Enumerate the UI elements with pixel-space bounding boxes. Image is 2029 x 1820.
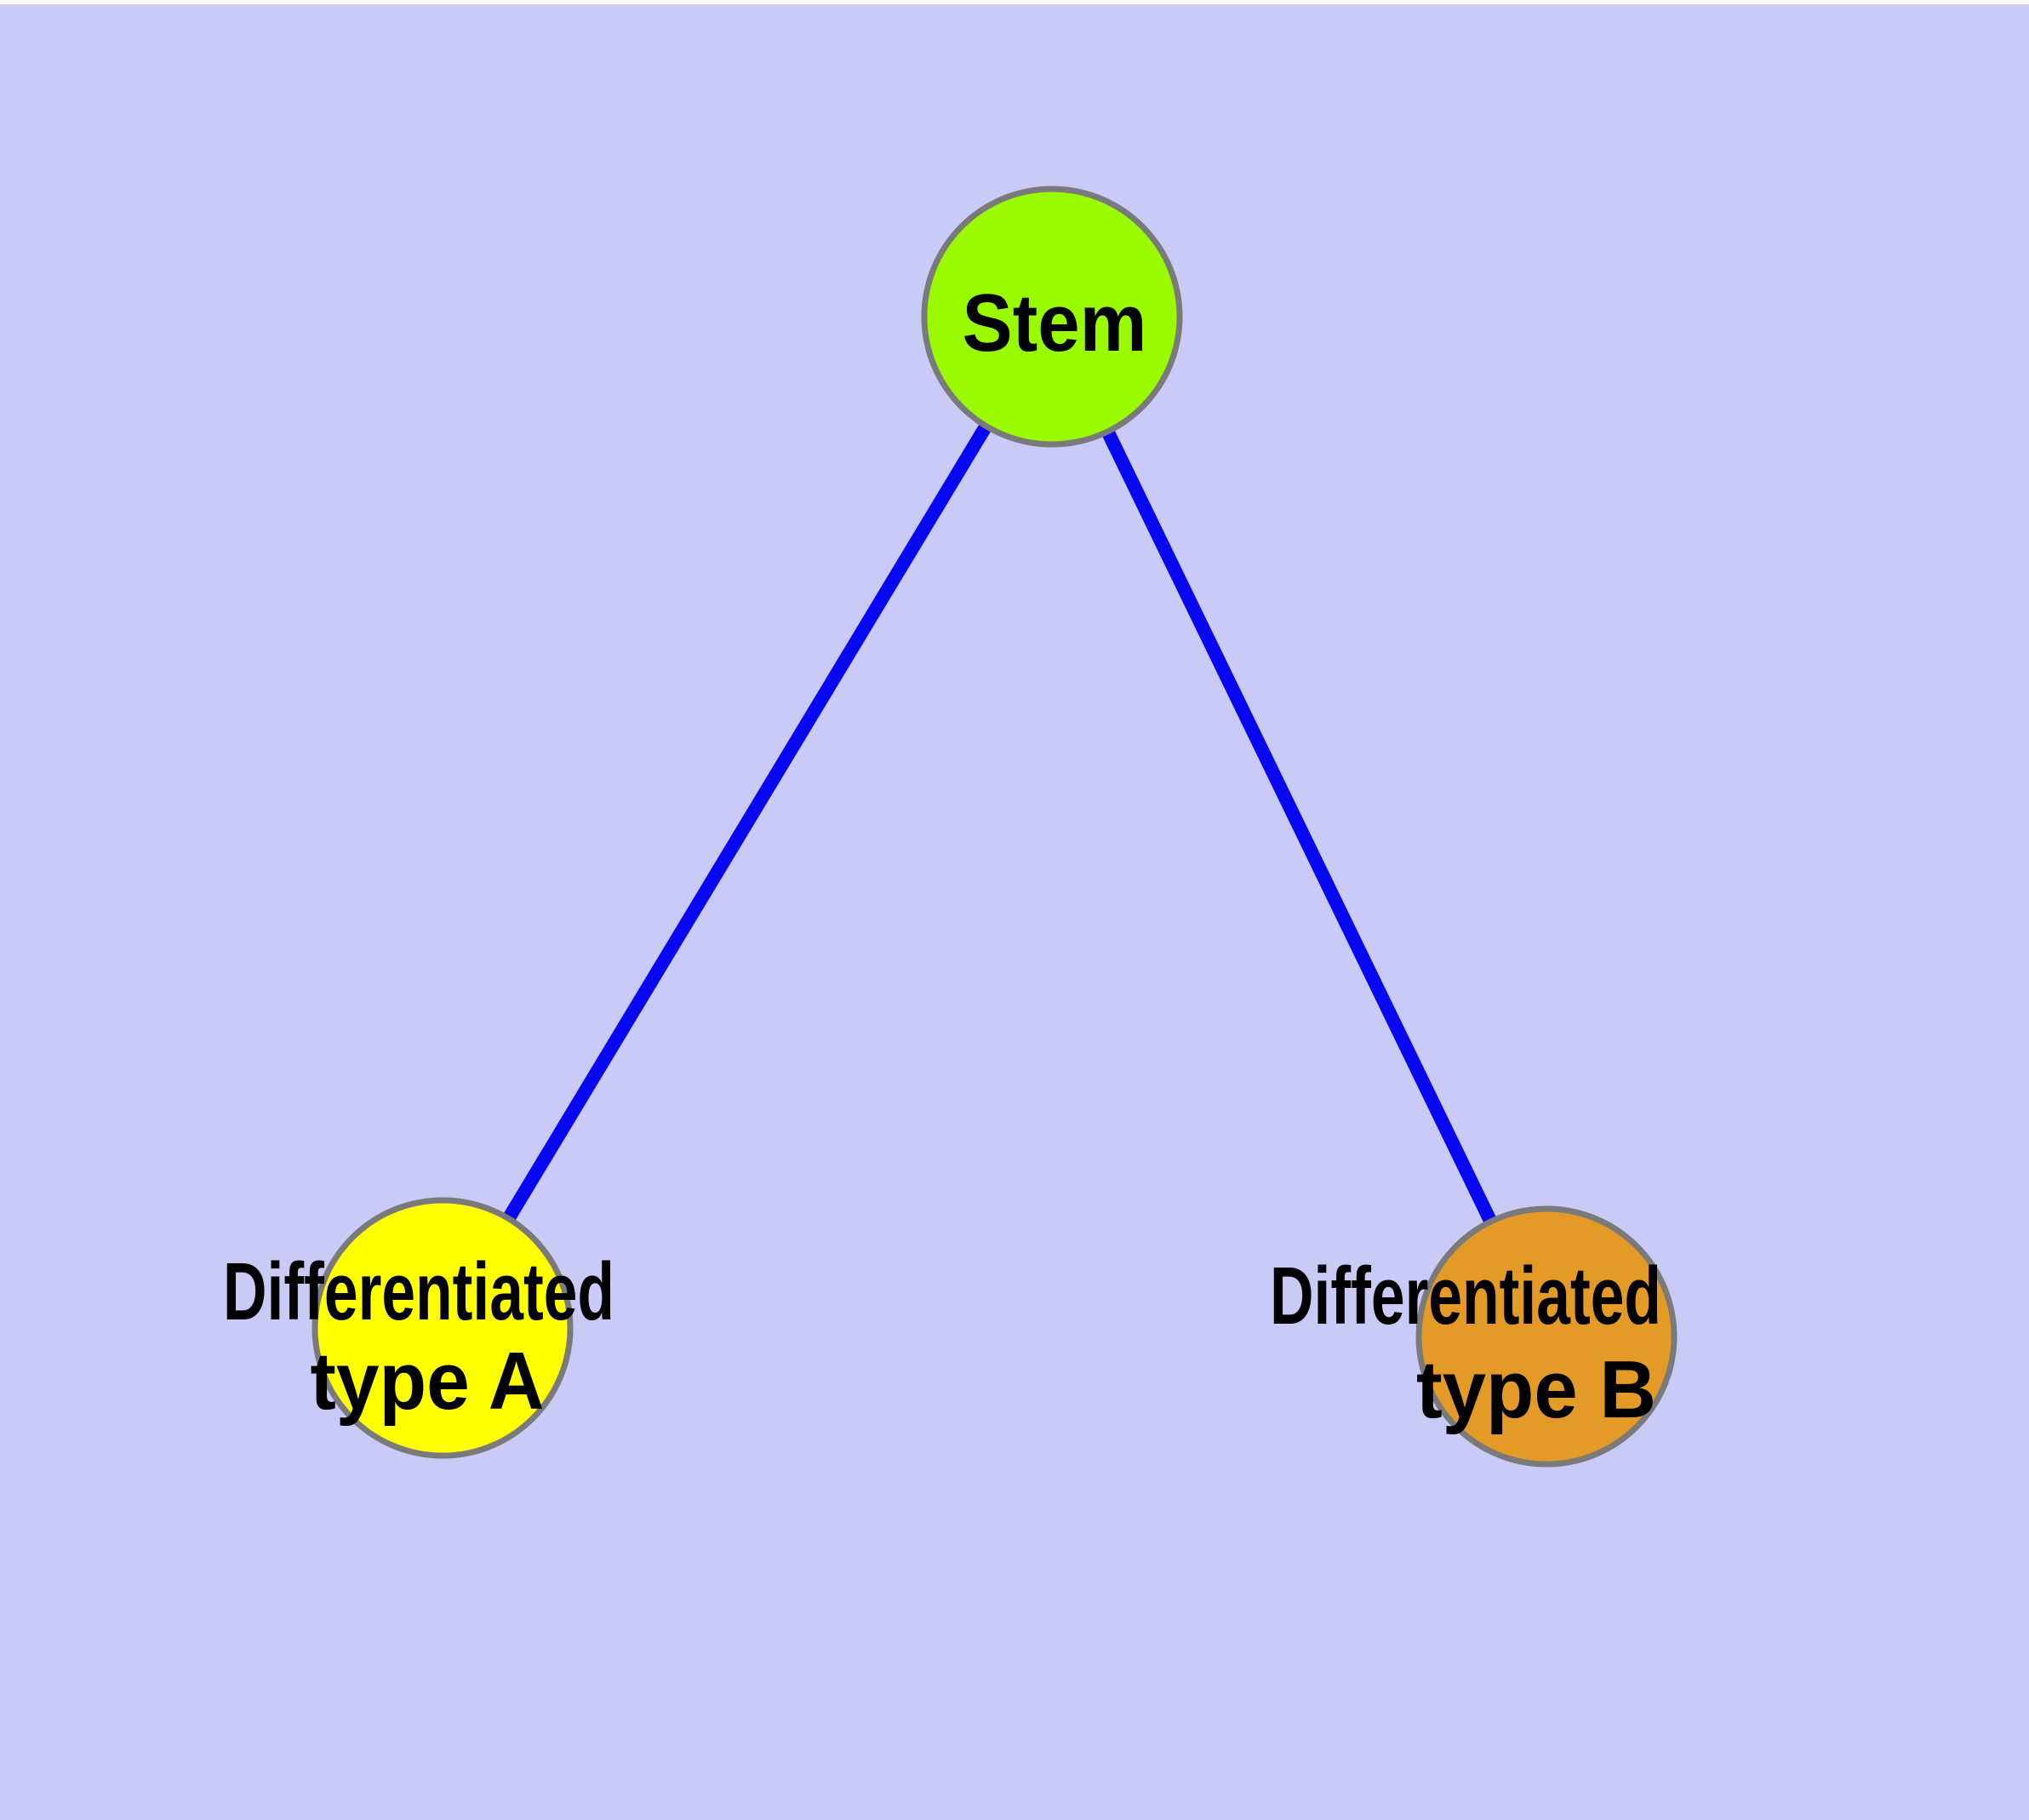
node-stem: Stem — [921, 186, 1183, 448]
node-stem-circle — [921, 186, 1183, 448]
node-differentiated-type-b-circle — [1415, 1205, 1677, 1468]
node-differentiated-type-b-label-line2: type B — [1416, 1344, 1656, 1435]
node-differentiated-type-b: Differentiated type B — [1270, 1205, 1677, 1468]
node-differentiated-type-a-label-line1: Differentiated — [223, 1246, 614, 1337]
node-differentiated-type-a-label-line2: type A — [311, 1336, 545, 1427]
top-margin-strip — [0, 0, 2029, 4]
edge-stem-to-type-b — [1045, 313, 1553, 1340]
edge-stem-to-type-a — [437, 312, 1058, 1332]
node-differentiated-type-b-label-line1: Differentiated — [1270, 1251, 1661, 1342]
node-differentiated-type-a: Differentiated type A — [223, 1197, 614, 1459]
node-differentiated-type-a-circle — [311, 1197, 574, 1459]
node-stem-label: Stem — [963, 278, 1147, 369]
edge-layer — [437, 312, 1553, 1340]
